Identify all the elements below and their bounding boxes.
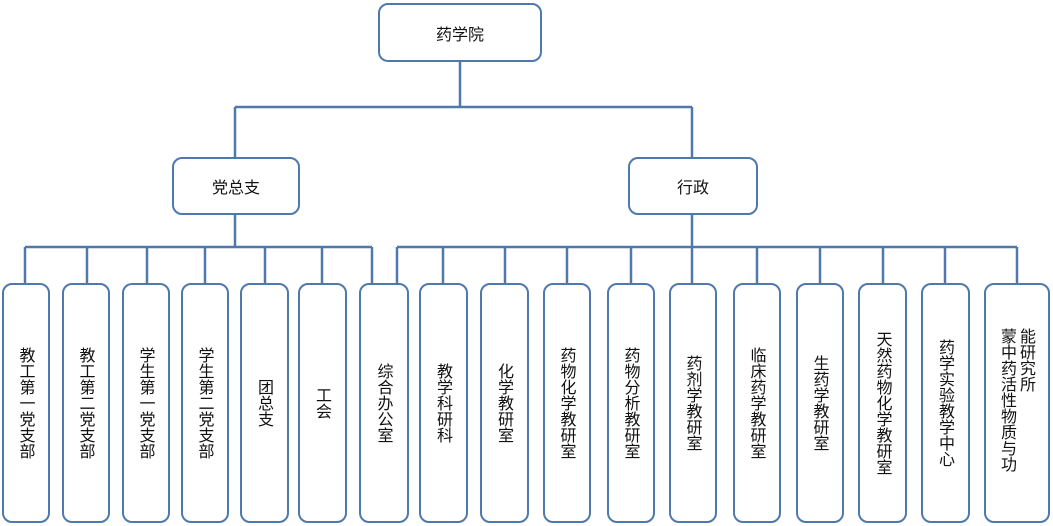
admin-child-node: 药剂学教研室 [669,283,717,523]
party-child-node: 教工第二党支部 [62,283,110,523]
admin-child-node: 天然药物化学教研室 [858,283,907,523]
party-child-label: 教工第二党支部 [76,347,96,459]
party-child-label: 学生第二党支部 [195,347,215,459]
root-label: 药学院 [435,24,484,44]
admin-child-label: 天然药物化学教研室 [873,331,893,475]
party-child-node: 学生第二党支部 [181,283,229,523]
admin-child-node: 生药学教研室 [796,283,844,523]
admin-child-label: 药剂学教研室 [683,355,703,451]
root-node: 药学院 [378,3,542,62]
admin-child-label: 临床药学教研室 [747,347,767,459]
admin-child-label: 药学实验教学中心 [936,339,955,467]
admin-child-label: 化学教研室 [495,363,514,443]
admin-child-label: 药物化学教研室 [557,347,577,459]
party-child-node: 教工第一党支部 [2,283,50,523]
admin-child-node: 临床药学教研室 [733,283,781,523]
admin-branch-label: 行政 [676,178,709,197]
party-child-node: 团总支 [240,283,289,523]
party-child-label: 学生第一党支部 [136,347,156,459]
party-child-label: 团总支 [255,379,274,427]
admin-child-node: 药学实验教学中心 [921,283,970,523]
admin-child-node: 药物化学教研室 [543,283,591,523]
party-child-node: 工会 [298,283,347,523]
party-branch-node: 党总支 [172,157,300,215]
party-branch-label: 党总支 [211,178,260,197]
admin-child-node: 教学科研科 [419,283,468,523]
admin-child-label: 教学科研科 [434,363,453,443]
admin-child-label: 药物分析教研室 [621,347,641,459]
party-child-label: 工会 [313,387,332,419]
party-child-label: 教工第一党支部 [16,347,36,459]
admin-child-label: 综合办公室 [374,363,394,443]
admin-child-label: 生药学教研室 [810,355,830,451]
admin-child-node: 药物分析教研室 [607,283,655,523]
admin-child-node: 化学教研室 [480,283,529,523]
party-child-node: 学生第一党支部 [122,283,170,523]
admin-child-label: 蒙中药活性物质与功能研究所 [998,328,1036,472]
admin-branch-node: 行政 [628,157,758,215]
admin-child-node: 蒙中药活性物质与功能研究所 [984,283,1050,523]
admin-child-node: 综合办公室 [359,283,409,523]
